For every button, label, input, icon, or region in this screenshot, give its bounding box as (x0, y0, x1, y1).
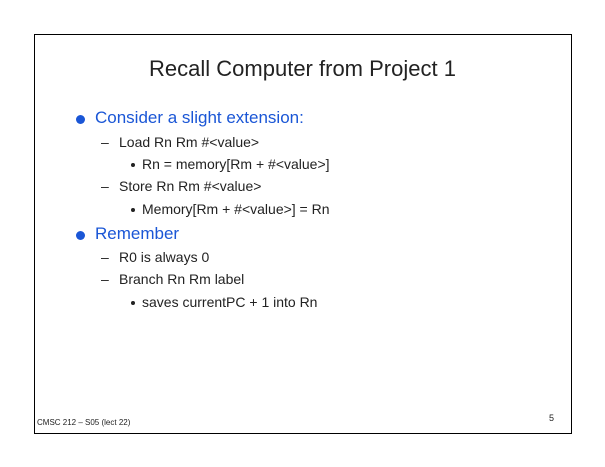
bullet-dot-icon (76, 115, 85, 124)
slide-title: Recall Computer from Project 1 (149, 56, 456, 81)
subitem-1-2: Store Rn Rm #<value> (119, 178, 262, 194)
bullet-dot-icon (76, 231, 85, 240)
dash-icon: – (101, 178, 109, 194)
sub-bullet-icon (131, 301, 135, 305)
bullet-2: Remember (95, 224, 180, 243)
slide-footer: CMSC 212 – S05 (lect 22) (37, 418, 131, 427)
sub-bullet-icon (131, 208, 135, 212)
subitem-1-1: Load Rn Rm #<value> (119, 134, 260, 150)
sub-bullet-icon (131, 163, 135, 167)
subitem-2-2: Branch Rn Rm label (119, 271, 245, 287)
subitem-2-1: R0 is always 0 (119, 249, 210, 265)
subsubitem-1-1: Rn = memory[Rm + #<value>] (142, 156, 330, 172)
subsubitem-2-2: saves currentPC + 1 into Rn (142, 294, 318, 310)
bullet-1: Consider a slight extension: (95, 108, 304, 127)
dash-icon: – (101, 249, 109, 265)
dash-icon: – (101, 134, 109, 150)
slide-frame (34, 34, 572, 434)
page-number: 5 (549, 413, 555, 423)
subsubitem-1-2: Memory[Rm + #<value>] = Rn (142, 201, 330, 217)
dash-icon: – (101, 271, 109, 287)
